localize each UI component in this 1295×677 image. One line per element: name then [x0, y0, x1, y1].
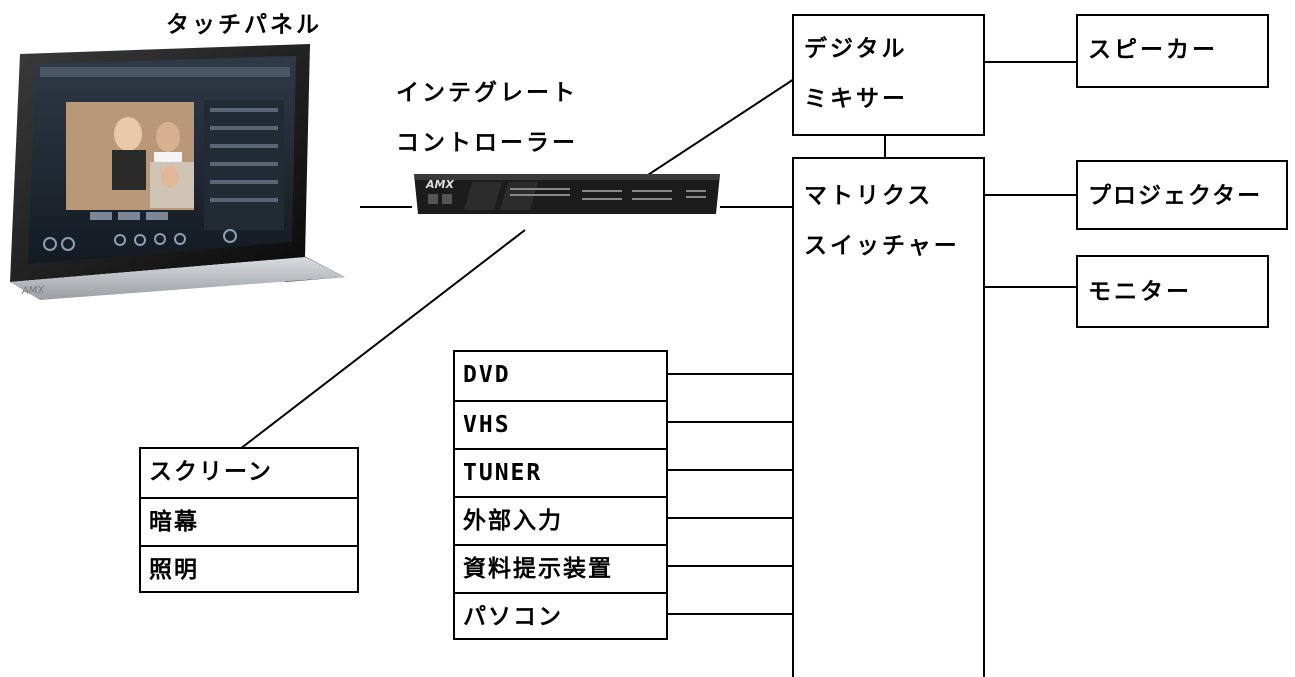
matrix-switcher-box: マトリクス スイッチャー	[792, 157, 985, 677]
controller-device-image: AMX	[414, 174, 720, 214]
monitor-box: モニター	[1076, 255, 1269, 328]
source-item-dvd: DVD	[463, 362, 511, 388]
digital-mixer-label-line1: デジタル	[804, 36, 908, 62]
speaker-label: スピーカー	[1088, 37, 1218, 63]
controller-label-line2: コントローラー	[396, 130, 578, 156]
touch-panel-label: タッチパネル	[166, 12, 322, 38]
projector-box: プロジェクター	[1076, 160, 1288, 230]
digital-mixer-box: デジタル ミキサー	[792, 14, 985, 136]
source-item-tuner: TUNER	[455, 448, 666, 496]
monitor-label: モニター	[1088, 279, 1192, 305]
source-item-document-camera: 資料提示装置	[455, 544, 666, 592]
touch-panel-image: AMX	[10, 44, 345, 300]
room-control-screen: スクリーン	[149, 459, 273, 485]
sources-list: DVD VHS TUNER 外部入力 資料提示装置 パソコン	[453, 350, 668, 640]
controller-brand: AMX	[425, 178, 454, 191]
panel-brand: AMX	[21, 285, 46, 297]
projector-label: プロジェクター	[1088, 183, 1263, 209]
room-control-blackout-curtain: 暗幕	[141, 497, 357, 545]
matrix-switcher-label-line1: マトリクス	[804, 183, 934, 209]
source-item-external-input: 外部入力	[455, 496, 666, 544]
line-controller-mixer	[624, 61, 821, 191]
room-control-lighting: 照明	[141, 545, 357, 593]
speaker-box: スピーカー	[1076, 14, 1269, 88]
room-controls-list: スクリーン 暗幕 照明	[139, 447, 359, 593]
connection-lines	[239, 61, 1077, 615]
source-item-vhs: VHS	[455, 400, 666, 448]
source-item-pc: パソコン	[455, 592, 666, 640]
controller-label-line1: インテグレート	[396, 80, 578, 106]
line-controller-screen	[239, 229, 526, 450]
matrix-switcher-label-line2: スイッチャー	[804, 233, 960, 259]
digital-mixer-label-line2: ミキサー	[804, 86, 908, 112]
